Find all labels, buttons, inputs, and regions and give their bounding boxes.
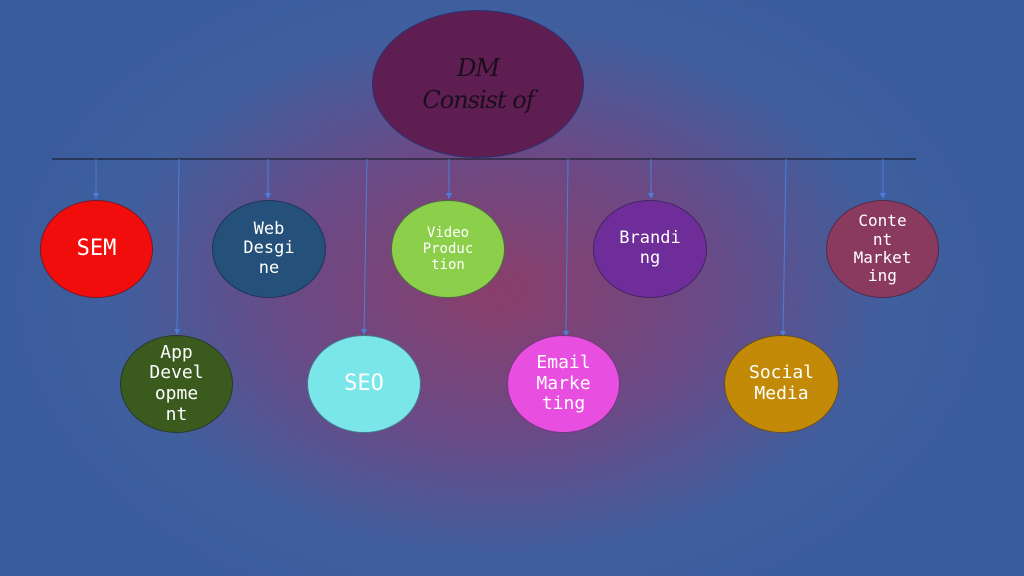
root-title-line1: DM bbox=[457, 53, 500, 82]
node-seo: SEO bbox=[307, 335, 421, 433]
node-label-web-design: Web Desgi ne bbox=[243, 218, 295, 278]
node-label-app-development: App Devel opme nt bbox=[149, 341, 204, 425]
root-title-line2: Consist of bbox=[422, 86, 534, 114]
node-label-email-marketing: Email Marke ting bbox=[536, 351, 591, 415]
node-video-production: Video Produc tion bbox=[391, 200, 505, 298]
node-branding: Brandi ng bbox=[593, 200, 707, 298]
node-label-branding: Brandi ng bbox=[619, 228, 681, 268]
node-label-sem: SEM bbox=[76, 236, 117, 262]
connector-seo bbox=[361, 158, 368, 335]
node-web-design: Web Desgi ne bbox=[212, 200, 326, 298]
connector-email-marketing bbox=[563, 158, 570, 337]
node-label-content-marketing: Conte nt Market ing bbox=[853, 211, 912, 286]
node-sem: SEM bbox=[40, 200, 153, 298]
connector-app-development bbox=[174, 158, 181, 335]
root-node-dm: DM Consist of bbox=[372, 10, 584, 158]
node-app-development: App Devel opme nt bbox=[120, 335, 233, 433]
node-label-video-production: Video Produc tion bbox=[422, 224, 474, 274]
node-email-marketing: Email Marke ting bbox=[507, 335, 620, 433]
node-social-media: Social Media bbox=[724, 335, 839, 433]
node-label-social-media: Social Media bbox=[748, 362, 815, 404]
node-label-seo: SEO bbox=[344, 371, 384, 397]
connector-social-media bbox=[780, 158, 787, 337]
node-content-marketing: Conte nt Market ing bbox=[826, 200, 939, 298]
